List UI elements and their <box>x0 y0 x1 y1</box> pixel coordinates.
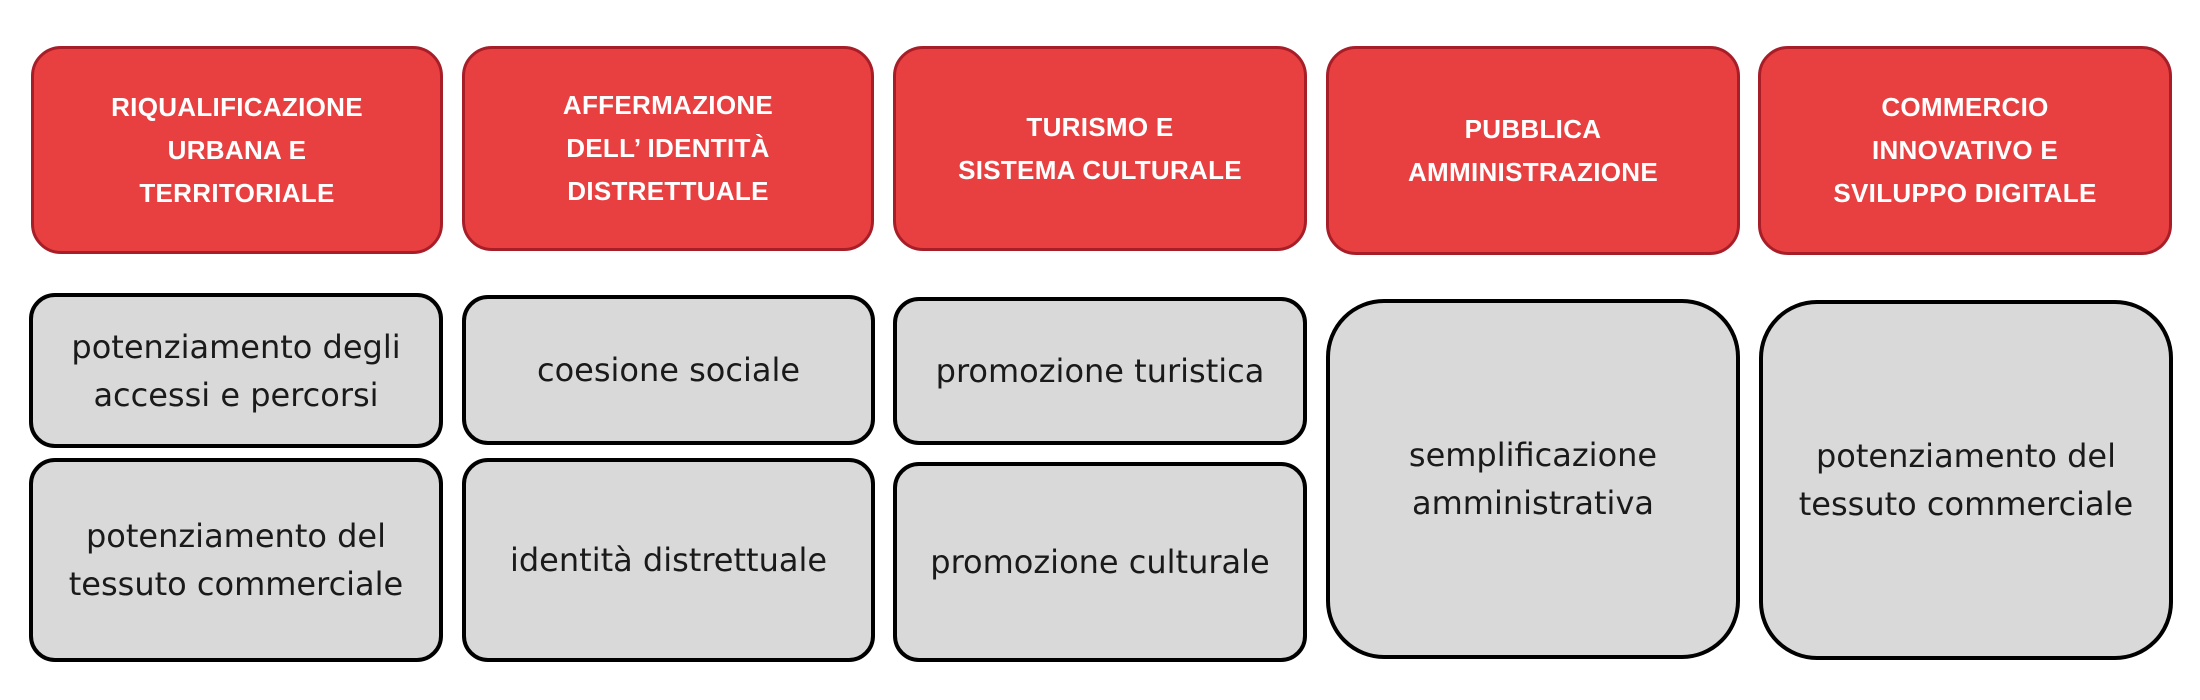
item-potenziamento-accessi: potenziamento degli accessi e percorsi <box>29 293 443 448</box>
item-identita-distrettuale: identità distrettuale <box>462 458 875 662</box>
item-semplificazione-amministrativa: semplificazione amministrativa <box>1326 299 1740 659</box>
header-riqualificazione: RIQUALIFICAZIONE URBANA E TERRITORIALE <box>31 46 443 254</box>
header-pubblica-amministrazione: PUBBLICA AMMINISTRAZIONE <box>1326 46 1740 255</box>
item-coesione-sociale: coesione sociale <box>462 295 875 445</box>
item-promozione-culturale: promozione culturale <box>893 462 1307 662</box>
header-commercio-innovativo: COMMERCIO INNOVATIVO E SVILUPPO DIGITALE <box>1758 46 2172 255</box>
item-potenziamento-tessuto-2: potenziamento del tessuto commerciale <box>1759 300 2173 660</box>
header-affermazione: AFFERMAZIONE DELL’ IDENTITÀ DISTRETTUALE <box>462 46 874 251</box>
header-turismo: TURISMO E SISTEMA CULTURALE <box>893 46 1307 251</box>
item-promozione-turistica: promozione turistica <box>893 297 1307 445</box>
item-potenziamento-tessuto-1: potenziamento del tessuto commerciale <box>29 458 443 662</box>
